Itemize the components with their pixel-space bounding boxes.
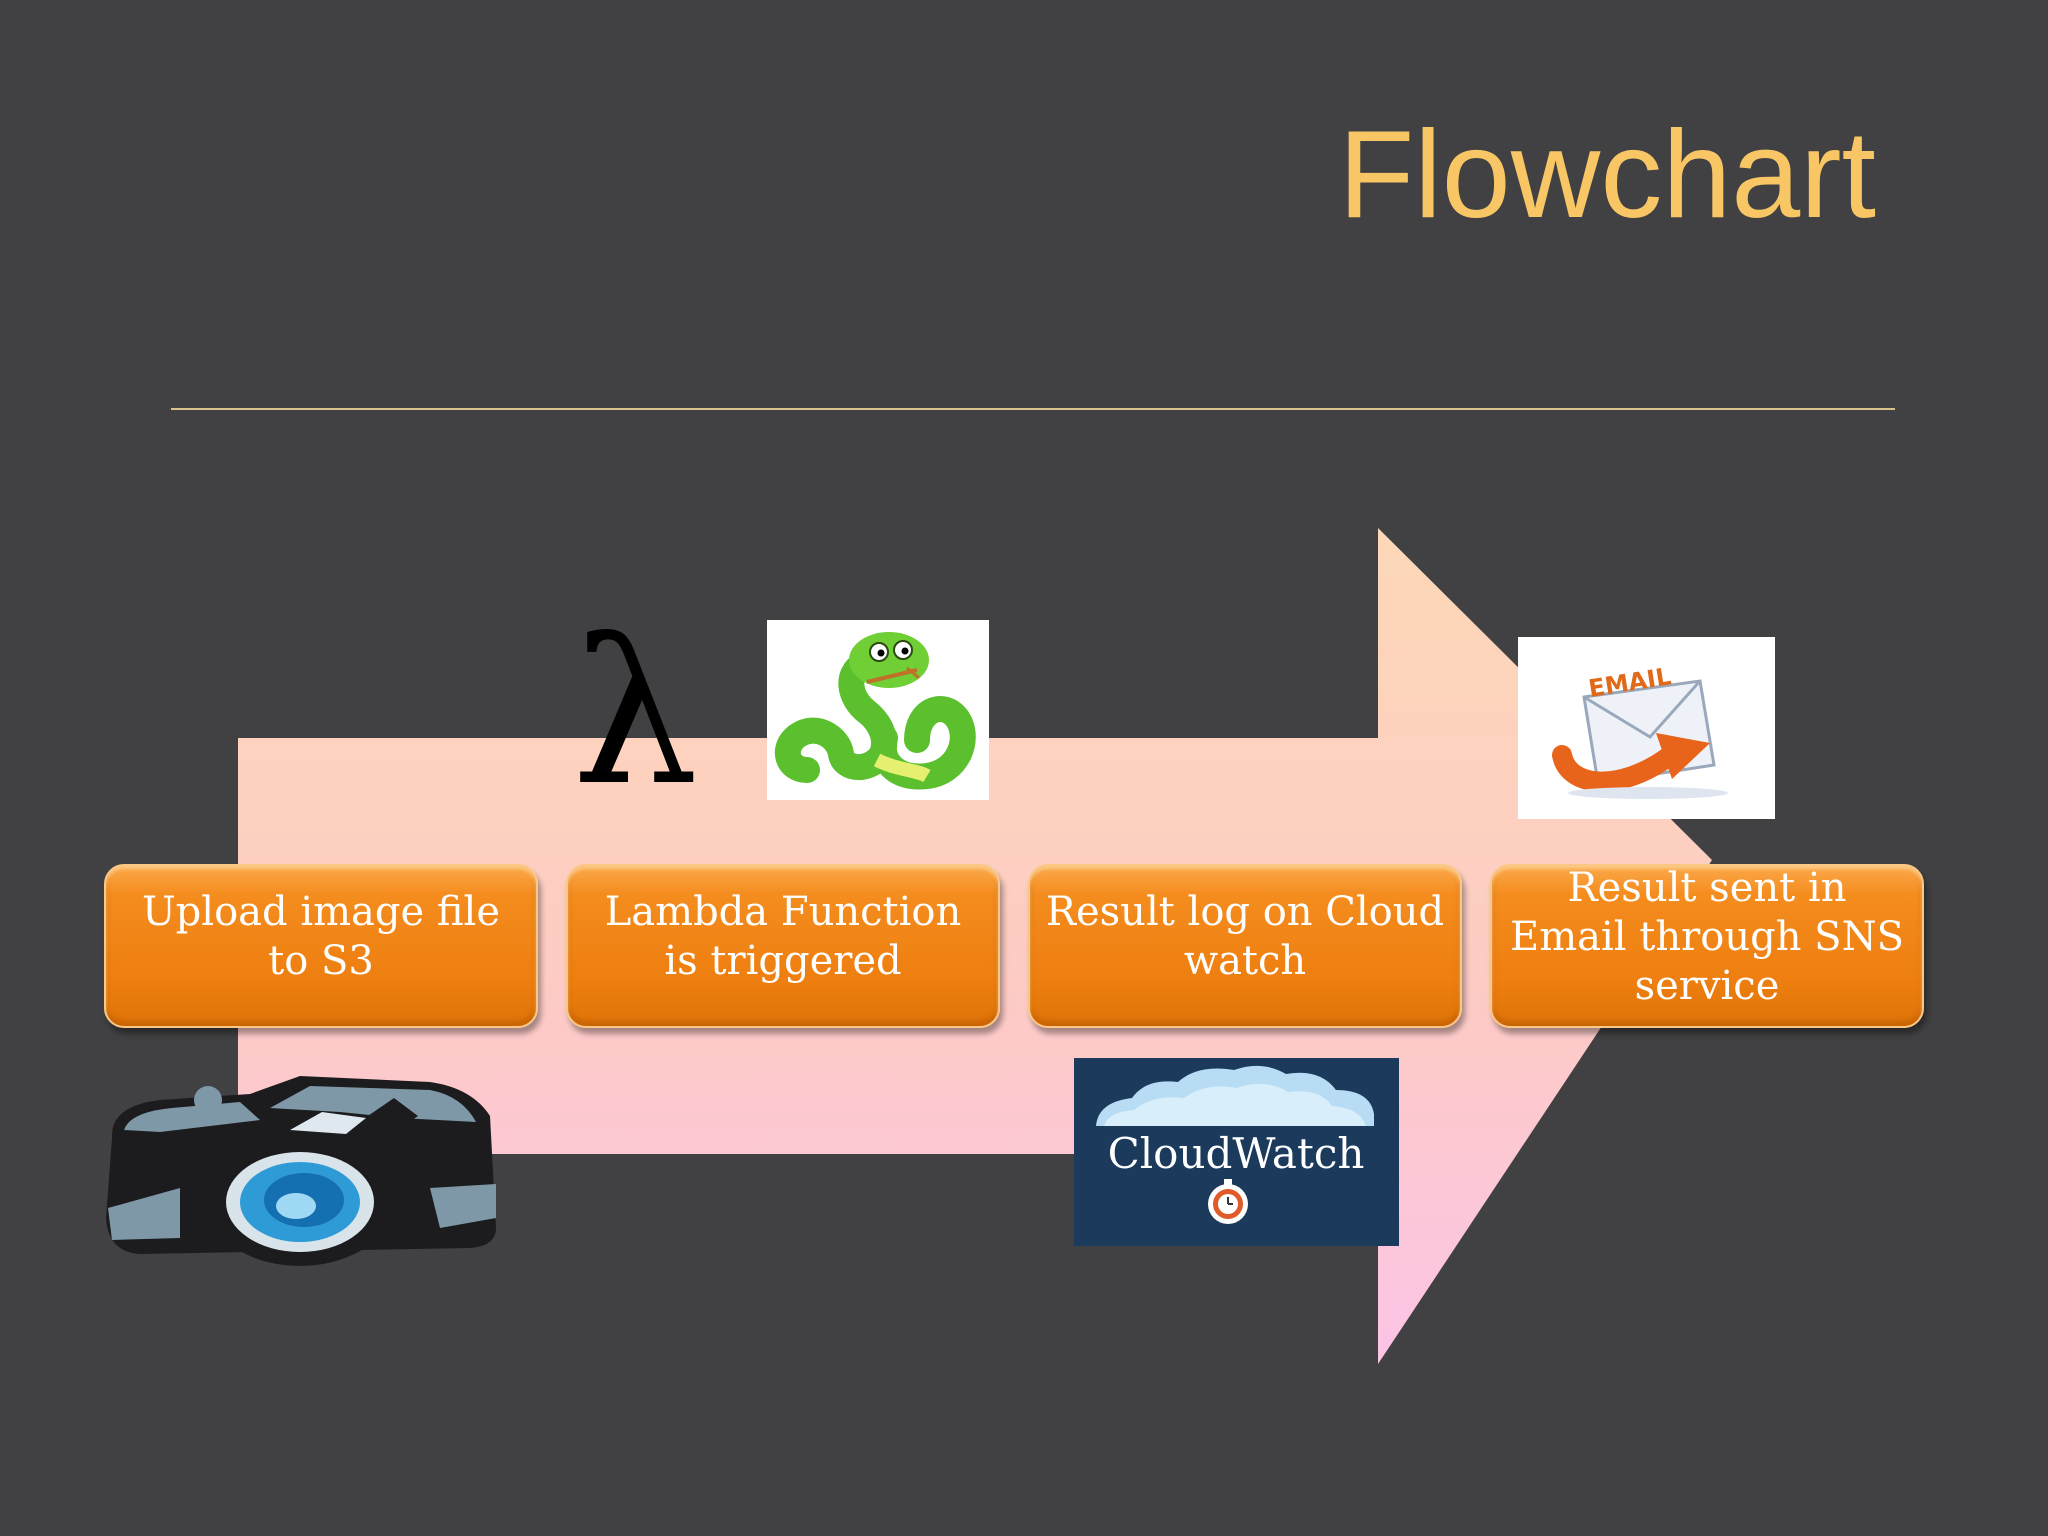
email-icon: EMAIL <box>1518 637 1775 819</box>
flow-step-label: Lambda Function is triggered <box>604 889 962 984</box>
cloudwatch-text: CloudWatch <box>1108 1129 1365 1178</box>
cloudwatch-logo: CloudWatch <box>1074 1058 1399 1246</box>
flow-step-lambda: Lambda Function is triggered <box>566 864 1000 1028</box>
flow-step-email: Result sent in Email through SNS service <box>1490 864 1924 1028</box>
flow-step-upload: Upload image file to S3 <box>104 864 538 1028</box>
flow-step-label: Result log on Cloud watch <box>1045 889 1445 984</box>
lambda-icon: λ <box>572 597 699 830</box>
camera-icon <box>100 1068 500 1268</box>
python-snake-icon <box>767 620 989 800</box>
slide-title: Flowchart <box>1338 106 1876 244</box>
title-divider <box>171 408 1895 410</box>
flow-step-label: Result sent in Email through SNS service <box>1510 864 1904 1009</box>
flow-step-label: Upload image file to S3 <box>141 889 501 984</box>
flow-step-cloudwatch: Result log on Cloud watch <box>1028 864 1462 1028</box>
